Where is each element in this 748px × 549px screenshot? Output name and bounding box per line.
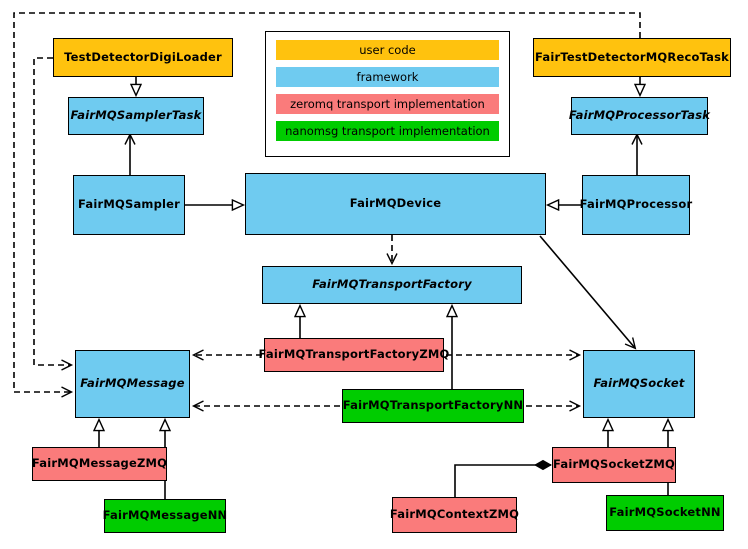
legend-item-user-code: user code bbox=[276, 40, 499, 60]
class-box-fairmqtransportfactory[interactable]: FairMQTransportFactory bbox=[262, 266, 522, 304]
edge-device-socket bbox=[539, 235, 637, 350]
class-box-fairmqsampler[interactable]: FairMQSampler bbox=[73, 175, 185, 235]
class-box-fairmqsamplertask[interactable]: FairMQSamplerTask bbox=[68, 97, 204, 135]
legend-item-framework: framework bbox=[276, 67, 499, 87]
class-box-testdetectordigiloader[interactable]: TestDetectorDigiLoader bbox=[53, 38, 233, 77]
class-box-fairtestdetectormqrecotask[interactable]: FairTestDetectorMQRecoTask bbox=[533, 38, 731, 77]
class-box-fairmqcontextzmq[interactable]: FairMQContextZMQ bbox=[390, 497, 519, 533]
class-box-fairmqsocketnn[interactable]: FairMQSocketNN bbox=[606, 495, 724, 531]
class-box-fairmqmessagezmq[interactable]: FairMQMessageZMQ bbox=[32, 447, 167, 481]
class-box-fairmqsocket[interactable]: FairMQSocket bbox=[583, 350, 695, 418]
class-box-fairmqmessage[interactable]: FairMQMessage bbox=[75, 350, 190, 418]
legend-item-nanomsg: nanomsg transport implementation bbox=[276, 121, 499, 141]
class-box-fairmqprocessortask[interactable]: FairMQProcessorTask bbox=[569, 97, 710, 135]
edge-digiloader-message bbox=[33, 57, 74, 371]
class-box-fairmqsocketzmq[interactable]: FairMQSocketZMQ bbox=[552, 447, 676, 483]
class-box-fairmqtransportfactoryzmq[interactable]: FairMQTransportFactoryZMQ bbox=[259, 338, 449, 372]
legend-item-zeromq: zeromq transport implementation bbox=[276, 94, 499, 114]
legend: user code framework zeromq transport imp… bbox=[265, 31, 510, 157]
class-box-fairmqmessagenn[interactable]: FairMQMessageNN bbox=[103, 499, 227, 533]
edge-socketzmq-contextzmq bbox=[454, 459, 553, 497]
class-box-fairmqdevice[interactable]: FairMQDevice bbox=[245, 173, 546, 235]
class-box-fairmqprocessor[interactable]: FairMQProcessor bbox=[580, 175, 692, 235]
class-box-fairmqtransportfactorynn[interactable]: FairMQTransportFactoryNN bbox=[342, 389, 524, 423]
